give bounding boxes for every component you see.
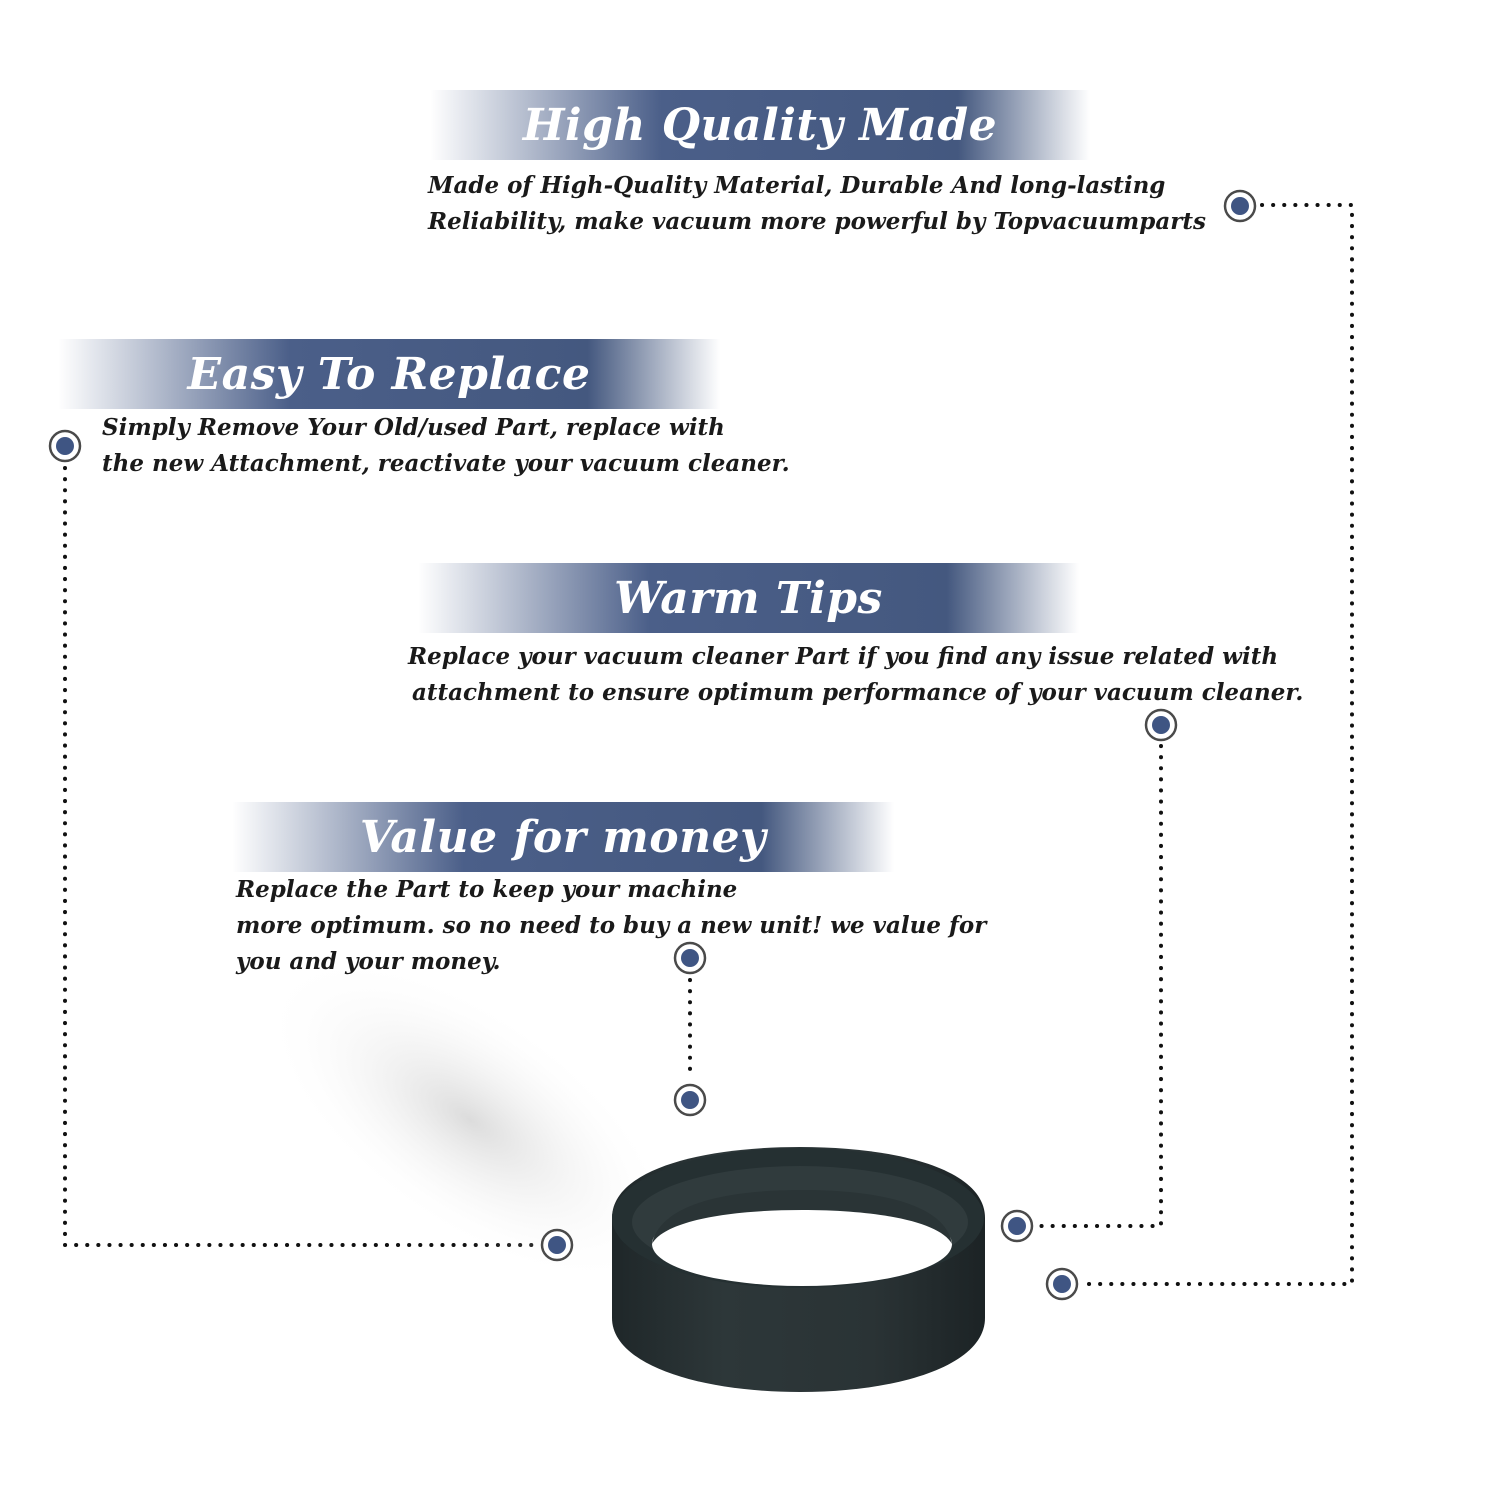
marker-dot-icon [48,429,82,463]
marker-dot-icon [673,1083,707,1117]
banner-easy-to-replace: Easy To Replace [58,339,720,409]
description-line: Made of High-Quality Material, Durable A… [428,172,1166,199]
feature-title: High Quality Made [522,99,998,151]
marker-dot-icon [1144,708,1178,742]
description-line: attachment to ensure optimum performance… [412,679,1304,706]
description-line: Reliability, make vacuum more powerful b… [428,208,1206,235]
belt-hole [652,1202,952,1286]
feature-title: Warm Tips [614,572,883,624]
description-line: Simply Remove Your Old/used Part, replac… [102,414,725,441]
feature-description-value-money: Replace the Part to keep your machine mo… [236,872,986,980]
belt-shadow [263,955,677,1285]
belt-inner-shade [652,1190,952,1244]
connector-easy-replace [63,466,540,1247]
feature-title: Value for money [359,811,767,863]
connector-warm-tips [1038,744,1163,1228]
marker-dots [48,189,1257,1301]
feature-description-warm-tips: Replace your vacuum cleaner Part if you … [408,639,1303,711]
feature-description-high-quality: Made of High-Quality Material, Durable A… [428,168,1206,240]
banner-value-for-money: Value for money [232,802,894,872]
vacuum-belt-image [263,955,985,1392]
feature-title: Easy To Replace [187,348,591,400]
feature-description-easy-replace: Simply Remove Your Old/used Part, replac… [102,410,790,482]
marker-dot-icon [1045,1267,1079,1301]
description-line: the new Attachment, reactivate your vacu… [102,450,790,477]
description-line: you and your money. [236,948,501,975]
description-line: Replace the Part to keep your machine [236,876,738,903]
description-line: Replace your vacuum cleaner Part if you … [408,643,1279,670]
banner-warm-tips: Warm Tips [418,563,1079,633]
dotted-connectors [63,203,1354,1286]
marker-dot-icon [1223,189,1257,223]
connector-high-quality [1083,203,1354,1286]
description-line: more optimum. so no need to buy a new un… [236,912,987,939]
marker-dot-icon [1000,1209,1034,1243]
marker-dot-icon [540,1228,574,1262]
banner-high-quality-made: High Quality Made [430,90,1090,160]
marker-dot-icon [673,941,707,975]
